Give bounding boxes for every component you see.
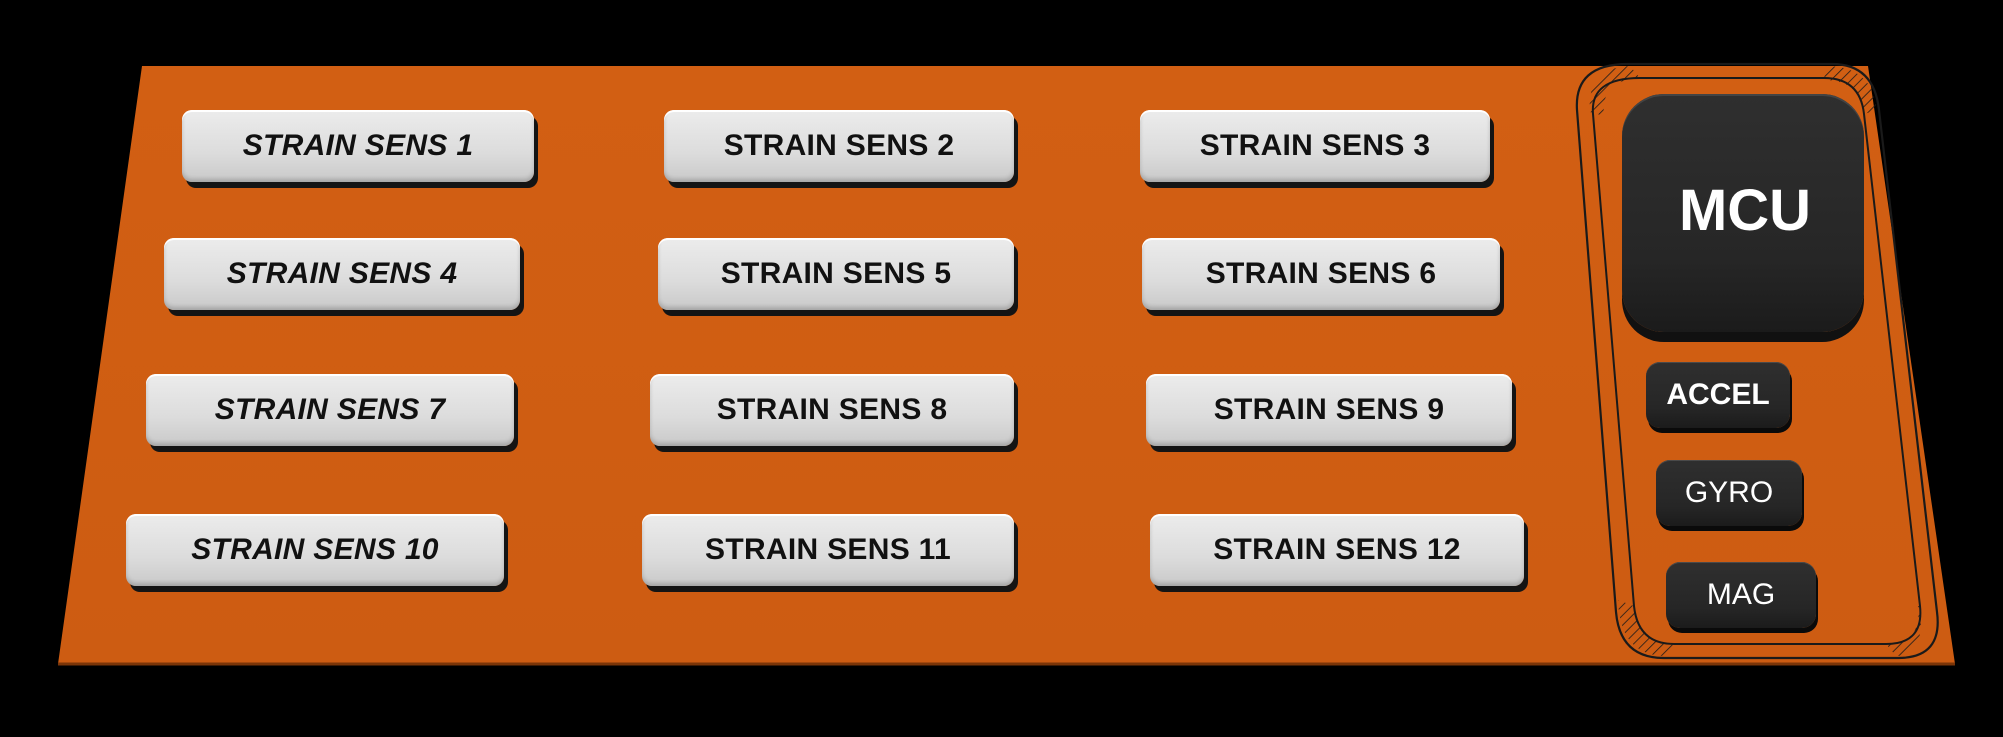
strain-sensor-11[interactable]: STRAIN SENS 11: [642, 514, 1014, 586]
mcu-label: MCU: [1678, 177, 1812, 243]
strain-sensor-3[interactable]: STRAIN SENS 3: [1140, 110, 1490, 182]
strain-sensor-1[interactable]: STRAIN SENS 1: [182, 110, 534, 182]
strain-sensor-9[interactable]: STRAIN SENS 9: [1146, 374, 1512, 446]
strain-sensor-4[interactable]: STRAIN SENS 4: [164, 238, 520, 310]
strain-sensor-6[interactable]: STRAIN SENS 6: [1142, 238, 1500, 310]
strain-sensor-8[interactable]: STRAIN SENS 8: [650, 374, 1014, 446]
strain-sensor-2[interactable]: STRAIN SENS 2: [664, 110, 1014, 182]
strain-sensor-5[interactable]: STRAIN SENS 5: [658, 238, 1014, 310]
strain-sensor-10[interactable]: STRAIN SENS 10: [126, 514, 504, 586]
module-outline: [1575, 62, 1939, 660]
accelerometer-chip[interactable]: ACCEL: [1646, 362, 1790, 428]
magnetometer-chip[interactable]: MAG: [1666, 562, 1816, 628]
strain-sensor-7[interactable]: STRAIN SENS 7: [146, 374, 514, 446]
strain-sensor-12[interactable]: STRAIN SENS 12: [1150, 514, 1524, 586]
gyroscope-chip[interactable]: GYRO: [1656, 460, 1802, 526]
mcu-chip[interactable]: MCU: [1622, 94, 1864, 332]
